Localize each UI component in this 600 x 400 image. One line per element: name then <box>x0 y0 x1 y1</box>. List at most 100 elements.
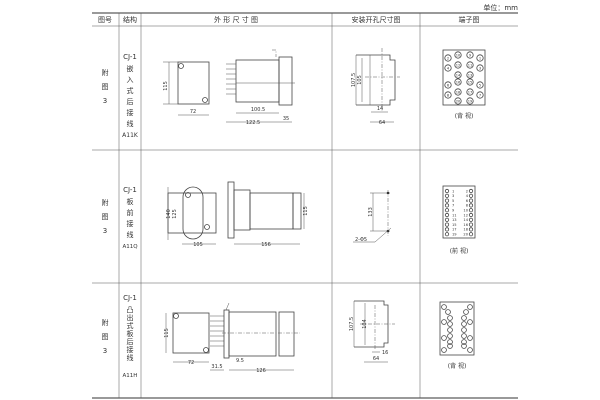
terminal-pin <box>444 208 450 213</box>
svg-text:140: 140 <box>166 209 172 219</box>
terminal-pin <box>466 88 474 96</box>
terminal-pin <box>444 64 452 72</box>
terminal-pin <box>441 347 447 353</box>
svg-text:133: 133 <box>368 207 374 217</box>
structure-type: 接 <box>127 345 134 354</box>
svg-text:31.5: 31.5 <box>211 364 222 370</box>
terminal-pin <box>467 319 473 325</box>
structure-type: 出 <box>127 313 134 322</box>
svg-text:64: 64 <box>379 120 385 126</box>
terminal-number: 6 <box>466 199 469 203</box>
figure-label: 附 <box>102 68 109 77</box>
terminal-number: 11 <box>468 63 473 67</box>
terminal-pin <box>447 315 453 321</box>
terminal-pin <box>444 212 450 218</box>
structure-type: 接 <box>127 219 134 228</box>
table-row: 附 图 3 CJ-1 凸 出 式 板 后 接 线 A11H 115 72 9.5… <box>102 294 475 379</box>
header-terminal: 端子图 <box>459 15 480 24</box>
terminal-pin <box>444 203 450 208</box>
terminal-view-label: (背 视) <box>455 112 474 120</box>
terminal-number: 20 <box>456 99 461 103</box>
svg-text:35: 35 <box>283 116 289 122</box>
header-outline: 外 形 尺 寸 图 <box>214 15 258 24</box>
structure-type: 线 <box>127 353 134 362</box>
terminal-number: 12 <box>456 63 461 67</box>
terminal-number: 7 <box>479 93 481 97</box>
terminal-pin <box>466 71 474 79</box>
terminal-pin <box>444 222 450 227</box>
structure-model: CJ-1 <box>123 53 137 61</box>
terminal-number: 5 <box>479 83 481 87</box>
terminal-pin <box>468 212 474 218</box>
terminal-number: 11 <box>452 213 457 217</box>
terminal-pin <box>467 335 473 341</box>
structure-code: A11H <box>123 373 138 379</box>
svg-text:72: 72 <box>190 109 196 115</box>
svg-text:105: 105 <box>357 75 363 85</box>
svg-text:115: 115 <box>164 328 170 338</box>
structure-type: 式 <box>127 86 134 95</box>
terminal-pin <box>476 81 484 89</box>
header-structure: 结构 <box>123 15 137 24</box>
terminal-number: 10 <box>463 209 468 213</box>
terminal-number: 17 <box>468 90 473 94</box>
terminal-pin <box>444 198 450 203</box>
header-figure-no: 图号 <box>98 16 112 24</box>
figure-label: 附 <box>102 318 109 327</box>
terminal-number: 15 <box>468 80 473 84</box>
terminal-pin <box>461 327 467 333</box>
structure-model: CJ-1 <box>123 294 137 302</box>
terminal-number: 1 <box>452 189 454 193</box>
terminal-pin <box>447 343 453 349</box>
terminal-view-label: (前 视) <box>450 247 469 255</box>
terminal-pin <box>468 227 474 232</box>
terminal-pin <box>466 51 474 59</box>
terminal-pin <box>447 327 453 333</box>
terminal-pin <box>461 333 467 339</box>
structure-type: 线 <box>127 230 134 239</box>
svg-text:105: 105 <box>193 242 203 248</box>
terminal-number: 2 <box>466 189 468 193</box>
structure-type: 线 <box>127 119 134 128</box>
svg-text:115: 115 <box>163 81 169 91</box>
terminal-number: 13 <box>452 218 457 222</box>
terminal-pin <box>454 71 462 79</box>
terminal-pin <box>468 222 474 227</box>
terminal-number: 20 <box>463 233 468 237</box>
structure-type: 板 <box>127 197 134 206</box>
terminal-pin <box>444 227 450 232</box>
figure-label: 附 <box>102 198 109 207</box>
terminal-number: 17 <box>452 228 457 232</box>
structure-type: 板 <box>127 329 134 338</box>
outline-drawing: 115 72 100.5 122.5 35 <box>163 49 295 126</box>
terminal-pin <box>454 51 462 59</box>
table-row: 附 图 3 CJ-1 嵌 入 式 后 接 线 A11K 115 72 100.5… <box>102 48 486 139</box>
terminal-pin <box>461 339 467 345</box>
terminal-pin <box>466 78 474 86</box>
terminal-pin <box>447 339 453 345</box>
terminal-number: 8 <box>466 204 469 208</box>
terminal-pin <box>444 81 452 89</box>
terminal-number: 13 <box>468 73 473 77</box>
terminal-pin <box>444 91 452 99</box>
svg-text:122.5: 122.5 <box>246 120 260 126</box>
structure-type: 后 <box>127 97 134 106</box>
svg-text:156: 156 <box>261 242 271 248</box>
structure-type: 接 <box>127 108 134 117</box>
terminal-pin <box>466 97 474 105</box>
terminal-pin <box>444 217 450 222</box>
svg-text:64: 64 <box>373 356 379 362</box>
terminal-number: 3 <box>479 66 481 70</box>
terminal-pin <box>468 203 474 208</box>
structure-type: 式 <box>127 321 134 330</box>
header-cutout: 安装开孔尺寸图 <box>352 15 401 24</box>
terminal-pin <box>461 321 467 327</box>
terminal-number: 12 <box>463 213 468 217</box>
terminal-pin <box>444 188 450 194</box>
terminal-diagram <box>439 301 475 356</box>
terminal-pin <box>466 61 474 69</box>
svg-text:16: 16 <box>382 350 388 356</box>
terminal-pin <box>441 319 447 325</box>
